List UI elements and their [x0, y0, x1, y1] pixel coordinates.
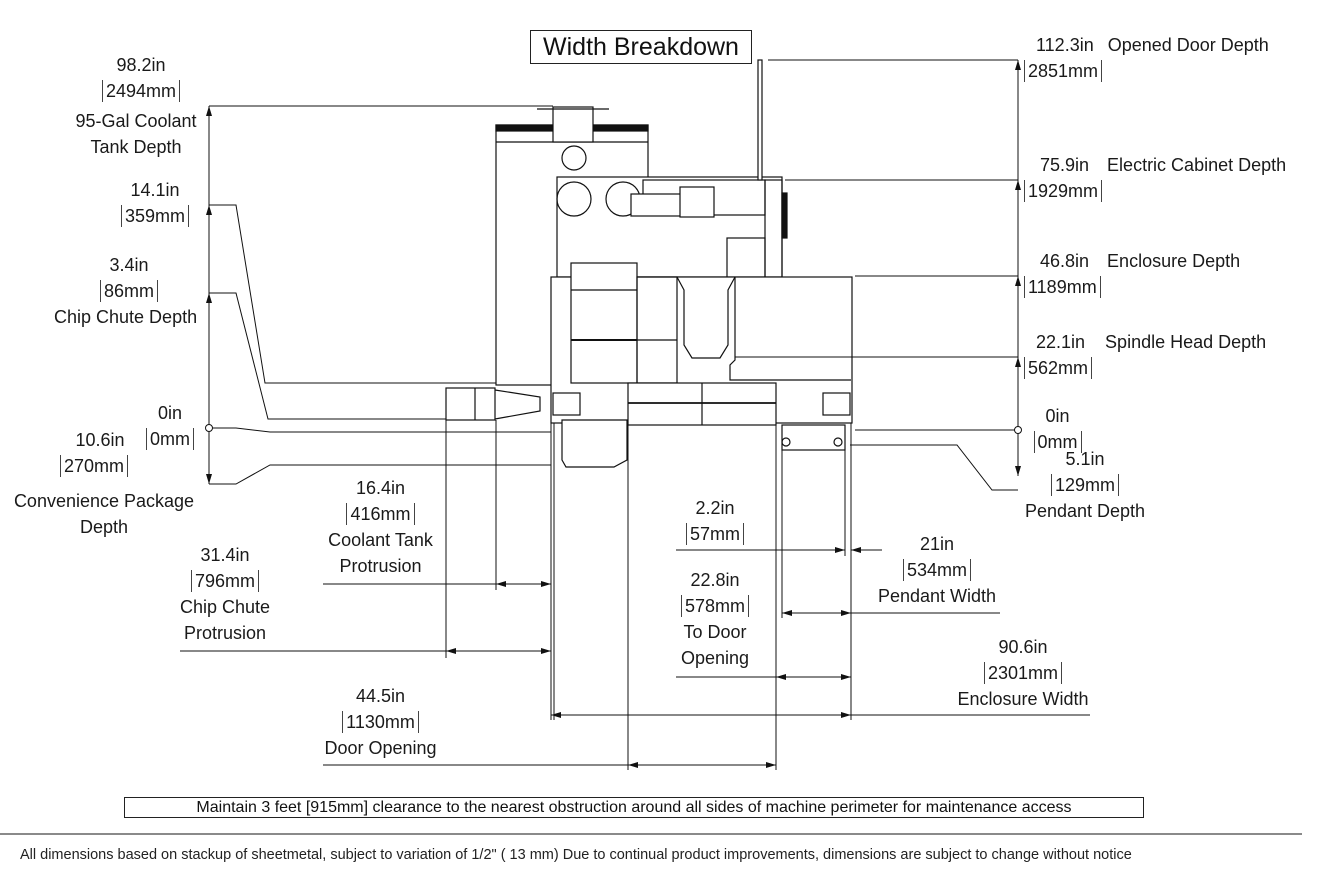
caption-line: Depth [79, 517, 129, 537]
dim-mm: 0mm [146, 428, 194, 450]
dim-label-chip-chute-protrusion: 31.4in 796mm Chip Chute Protrusion [170, 542, 280, 646]
clearance-note: Maintain 3 feet [915mm] clearance to the… [124, 797, 1144, 818]
opened-door [757, 59, 763, 181]
dim-inches: 98.2in [116, 55, 166, 75]
footer-disclaimer: All dimensions based on stackup of sheet… [20, 847, 1132, 863]
dim-inches: 31.4in [200, 545, 250, 565]
left-depth-dimensions [205, 105, 553, 485]
dim-label-2-2in: 2.2in 57mm [675, 495, 755, 547]
dim-inches: 75.9in [1040, 155, 1090, 175]
dim-caption: Opened Door Depth [1107, 35, 1269, 55]
dim-inches: 46.8in [1040, 251, 1090, 271]
dim-label-convenience-package-depth: 10.6in 270mm [60, 427, 140, 479]
dim-label-enclosure-width: 90.6in 2301mm Enclosure Width [948, 634, 1098, 712]
dim-label-to-door-opening: 22.8in 578mm To Door Opening [670, 567, 760, 671]
caption-line: Pendant Width [877, 586, 997, 606]
dim-mm: 1189mm [1024, 276, 1101, 298]
width-dimensions [180, 420, 1090, 770]
dim-label-opened-door-depth: 112.3in Opened Door Depth 2851mm [1024, 32, 1269, 84]
dim-inches: 44.5in [355, 686, 406, 706]
caption-line: Protrusion [339, 556, 422, 576]
dim-caption-coolant-tank-depth: 95-Gal Coolant Tank Depth [66, 108, 206, 160]
dim-inches: 5.1in [1065, 449, 1105, 469]
dim-inches: 21in [919, 534, 955, 554]
dim-label-pendant-width: 21in 534mm Pendant Width [872, 531, 1002, 609]
dim-label-14in: 14.1in 359mm [110, 177, 200, 229]
dim-label-electric-cabinet-depth: 75.9in Electric Cabinet Depth 1929mm [1024, 152, 1286, 204]
dim-mm: 57mm [685, 523, 744, 545]
dim-mm: 578mm [680, 595, 750, 617]
dim-label-zero-right: 0in 0mm [1030, 403, 1085, 455]
dim-mm: 2301mm [983, 662, 1063, 684]
caption-line: Convenience Package [13, 491, 195, 511]
coolant-pump [552, 106, 594, 143]
caption-line: Door Opening [324, 738, 437, 758]
dim-inches: 3.4in [109, 255, 149, 275]
dim-caption: Pendant Depth [1024, 501, 1146, 521]
caption-line: Opening [680, 648, 750, 668]
dim-mm: 1929mm [1024, 180, 1103, 202]
dim-mm: 0mm [1033, 431, 1082, 453]
caption-line: Chip Chute [179, 597, 271, 617]
dim-label-zero-left: 0in 0mm [145, 400, 195, 452]
dim-mm: 534mm [902, 559, 972, 581]
dim-inches: 10.6in [75, 430, 125, 450]
dim-label-pendant-depth: 5.1in 129mm Pendant Depth [1020, 446, 1150, 524]
chip-chute [445, 387, 496, 421]
dim-mm: 2494mm [101, 80, 181, 102]
dim-mm: 86mm [99, 280, 158, 302]
electric-cabinet-outline [556, 176, 783, 278]
dim-label-spindle-head-depth: 22.1in Spindle Head Depth 562mm [1024, 329, 1266, 381]
dim-caption: Spindle Head Depth [1105, 332, 1267, 352]
dim-mm: 2851mm [1024, 60, 1103, 82]
dim-mm: 129mm [1050, 474, 1120, 496]
dim-mm: 416mm [346, 503, 415, 525]
dim-inches: 14.1in [130, 180, 180, 200]
caption-line: Chip Chute Depth [54, 307, 198, 327]
convenience-package [561, 419, 628, 468]
dim-inches: 22.1in [1036, 332, 1086, 352]
dim-mm: 270mm [60, 455, 129, 477]
dim-inches: 2.2in [695, 498, 735, 518]
caption-line: 95-Gal Coolant [75, 111, 197, 131]
dim-inches: 0in [157, 403, 183, 423]
dim-caption-convenience-package: Convenience Package Depth [4, 488, 204, 540]
caption-line: Protrusion [183, 623, 267, 643]
dim-label-enclosure-depth: 46.8in Enclosure Depth 1189mm [1024, 248, 1240, 300]
dim-mm: 562mm [1024, 357, 1093, 379]
dim-label-door-opening: 44.5in 1130mm Door Opening [318, 683, 443, 761]
dim-label-chip-chute-depth: 3.4in 86mm Chip Chute Depth [54, 252, 197, 330]
dim-caption: Electric Cabinet Depth [1107, 155, 1287, 175]
pendant [781, 424, 846, 451]
caption-line: Tank Depth [90, 137, 182, 157]
dim-mm: 359mm [120, 205, 190, 227]
right-depth-dimensions [735, 59, 1022, 491]
caption-line: To Door [683, 622, 747, 642]
footer-divider [0, 833, 1302, 835]
dim-mm: 1130mm [342, 711, 419, 733]
dim-inches: 0in [1045, 406, 1070, 426]
machine-top-view [445, 59, 853, 468]
caption-line: Enclosure Width [957, 689, 1089, 709]
caption-line: Coolant Tank [328, 530, 433, 550]
width-breakdown-title: Width Breakdown [530, 30, 752, 64]
dim-mm: 796mm [190, 570, 260, 592]
dim-inches: 22.8in [690, 570, 740, 590]
dim-inches: 16.4in [355, 478, 406, 498]
dim-inches: 90.6in [998, 637, 1048, 657]
dim-inches: 112.3in [1036, 35, 1094, 55]
dim-label-coolant-tank-depth: 98.2in 2494mm [96, 52, 186, 104]
dim-label-coolant-tank-protrusion: 16.4in 416mm Coolant Tank Protrusion [318, 475, 443, 579]
dim-caption: Enclosure Depth [1107, 251, 1241, 271]
